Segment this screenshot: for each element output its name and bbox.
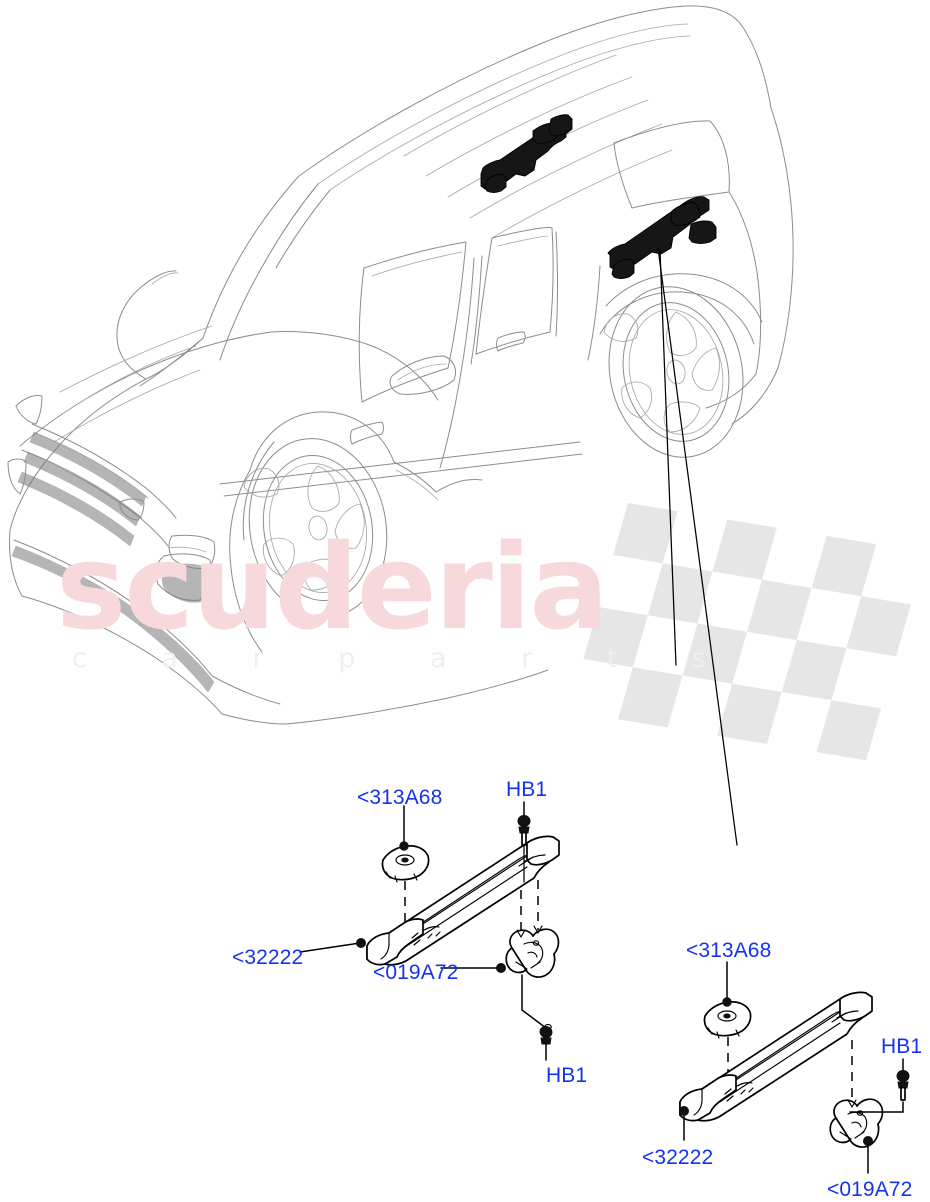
grommet-cap-left	[381, 845, 430, 883]
assembly-left	[299, 801, 560, 1061]
roof-rail-front-highlight	[480, 114, 573, 193]
callout-label-313a68-left[interactable]: <313A68	[357, 786, 443, 809]
callout-label-019a72-right[interactable]: <019A72	[827, 1178, 913, 1201]
callout-label-313a68-right[interactable]: <313A68	[686, 939, 772, 962]
vehicle-fender	[229, 331, 549, 725]
vehicle-roof	[298, 5, 772, 239]
callout-label-hb1-left-top[interactable]: HB1	[506, 778, 548, 801]
roof-rail-left	[366, 835, 560, 966]
assembly-right	[679, 961, 910, 1174]
callout-label-hb1-left-bottom[interactable]: HB1	[546, 1064, 588, 1087]
roof-rail-right	[679, 991, 873, 1122]
callout-label-32222-left[interactable]: <32222	[232, 946, 304, 969]
bolt-hb1-right	[849, 1058, 910, 1113]
roof-rail-rear-highlight	[607, 196, 717, 279]
callout-label-hb1-right[interactable]: HB1	[881, 1035, 923, 1058]
mounting-bracket-left	[505, 928, 560, 978]
vehicle-front	[7, 325, 287, 725]
rear-wheel	[599, 273, 763, 458]
bolt-hb1-left-bottom	[521, 974, 553, 1061]
callout-label-32222-right[interactable]: <32222	[642, 1146, 714, 1169]
callout-label-019a72-left[interactable]: <019A72	[373, 961, 459, 984]
front-wheel	[242, 411, 395, 618]
